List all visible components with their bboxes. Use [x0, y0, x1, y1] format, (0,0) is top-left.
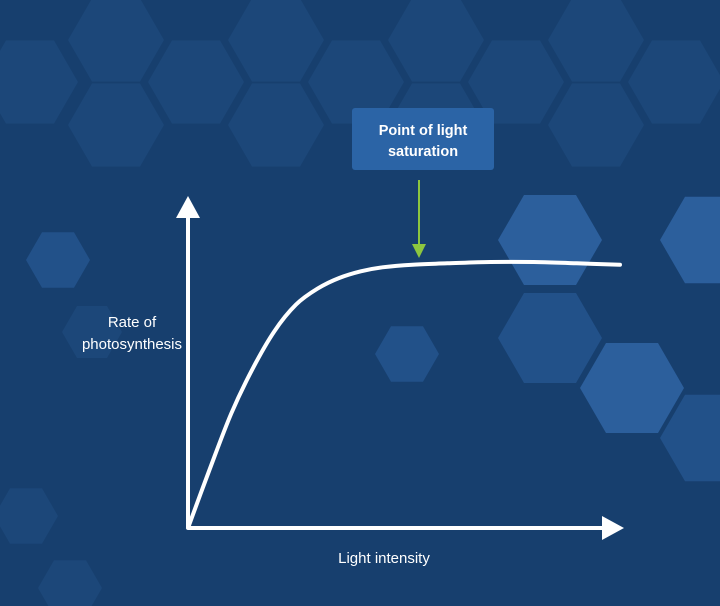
y-axis-label-line-2: photosynthesis	[82, 336, 182, 353]
callout-box	[352, 108, 494, 170]
background-hexagon	[68, 83, 164, 167]
background-hexagon	[62, 306, 122, 358]
background-hexagon	[498, 293, 602, 383]
background-hexagon	[148, 40, 244, 124]
callout-label-line-2: saturation	[388, 144, 458, 160]
background-hexagon	[0, 40, 78, 124]
background-hexagon	[548, 0, 644, 82]
x-axis-arrowhead	[602, 516, 624, 540]
y-axis-arrowhead	[176, 196, 200, 218]
y-axis-label-line-1: Rate of	[108, 314, 157, 331]
background-hexagon	[308, 40, 404, 124]
background-hexagon	[38, 560, 102, 606]
background-hexagon	[628, 40, 720, 124]
background-hexagon	[26, 232, 90, 288]
background-hexagon	[580, 343, 684, 433]
series-line	[186, 259, 622, 530]
background-hexagon	[660, 196, 720, 284]
background-hexagon	[228, 0, 324, 82]
plot-area: Rate of photosynthesis Light intensity	[82, 196, 624, 567]
saturation-callout: Point of light saturation	[352, 108, 494, 258]
callout-arrowhead	[412, 244, 426, 258]
background-hexagon	[548, 83, 644, 167]
callout-label-line-1: Point of light	[379, 123, 468, 139]
background-hexagon	[468, 40, 564, 124]
background-hexagon	[0, 488, 58, 544]
background-hexagon	[660, 394, 720, 482]
x-axis-label: Light intensity	[338, 550, 430, 567]
background-hexagon	[388, 0, 484, 82]
background-hexagon	[68, 0, 164, 82]
background-hexagon	[228, 83, 324, 167]
background-hexagon	[375, 326, 439, 382]
